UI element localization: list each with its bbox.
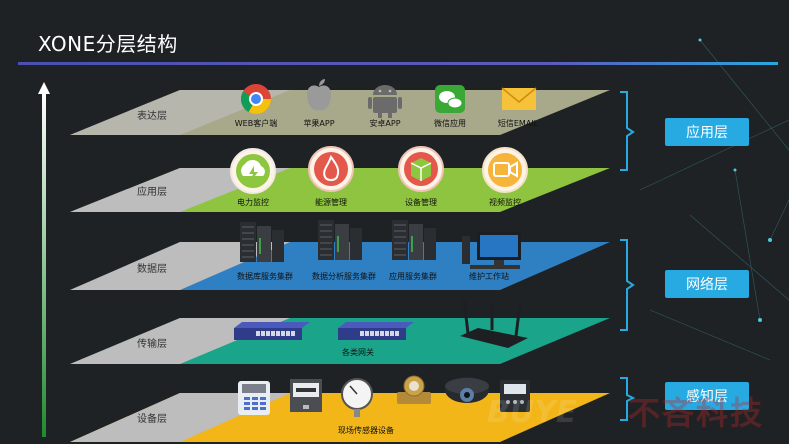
switch-icon — [338, 322, 414, 340]
watermark-logo: BUYE — [487, 395, 577, 430]
android-icon — [368, 85, 402, 118]
label-sms-email: 短信EMAIL — [497, 119, 539, 128]
controller-icon — [500, 380, 530, 412]
page-title: XONE分层结构 — [38, 32, 178, 56]
camera-icon — [445, 377, 489, 403]
wechat-icon — [435, 85, 465, 113]
label-energy-management: 能源管理 — [315, 198, 347, 207]
group-network: 网络层 — [665, 270, 749, 298]
label-android-app: 安卓APP — [369, 119, 401, 128]
plane-expression-label-zone — [70, 90, 290, 135]
energy-icon — [308, 146, 354, 192]
water-meter-icon — [397, 375, 431, 404]
network-dots — [698, 38, 772, 322]
brace-application — [620, 91, 635, 171]
label-field-sensors: 现场传感器设备 — [338, 426, 394, 435]
label-apple-app: 苹果APP — [303, 119, 335, 128]
group-perception: 感知层 — [665, 382, 749, 410]
workstation-icon — [462, 232, 521, 269]
meter-icon — [238, 381, 270, 415]
plane-data-label-zone — [70, 242, 290, 290]
power-monitor-icon — [230, 148, 276, 194]
label-device-management: 设备管理 — [405, 198, 437, 207]
label-analysis-cluster: 数据分析服务集群 — [312, 272, 376, 281]
label-web-client: WEB客户端 — [234, 119, 278, 128]
layer-label-application: 应用层 — [137, 187, 167, 198]
server-icon — [392, 220, 436, 260]
label-maintenance-station: 维护工作站 — [469, 272, 509, 281]
layer-label-data: 数据层 — [137, 264, 167, 275]
label-wechat-app: 微信应用 — [434, 119, 466, 128]
server-icon — [318, 220, 362, 260]
router-icon — [460, 299, 528, 348]
gauge-icon — [341, 378, 373, 417]
label-gateways: 各类网关 — [342, 348, 374, 357]
label-video-monitor: 视频监控 — [489, 198, 521, 207]
meter-icon — [290, 379, 322, 412]
title-underline — [18, 62, 778, 65]
watermark-text: 不吝科技 — [628, 394, 765, 432]
label-database-cluster: 数据库服务集群 — [237, 272, 293, 281]
label-app-cluster: 应用服务集群 — [389, 272, 437, 281]
chrome-icon — [240, 84, 271, 115]
mail-icon — [501, 87, 537, 110]
vertical-arrow — [38, 82, 50, 437]
device-icon — [398, 146, 444, 192]
network-decoration — [639, 39, 789, 361]
label-power-monitor: 电力监控 — [237, 198, 269, 207]
brace-network — [620, 239, 635, 331]
layer-label-transport: 传输层 — [137, 339, 167, 350]
video-icon — [482, 147, 528, 193]
plane-device-label-zone — [70, 393, 290, 442]
layer-label-device: 设备层 — [137, 414, 167, 425]
layer-label-expression: 表达层 — [137, 111, 167, 122]
server-icon — [240, 222, 284, 262]
brace-perception — [620, 377, 636, 421]
apple-icon — [307, 79, 331, 111]
group-application: 应用层 — [665, 118, 749, 146]
switch-icon — [234, 322, 310, 340]
